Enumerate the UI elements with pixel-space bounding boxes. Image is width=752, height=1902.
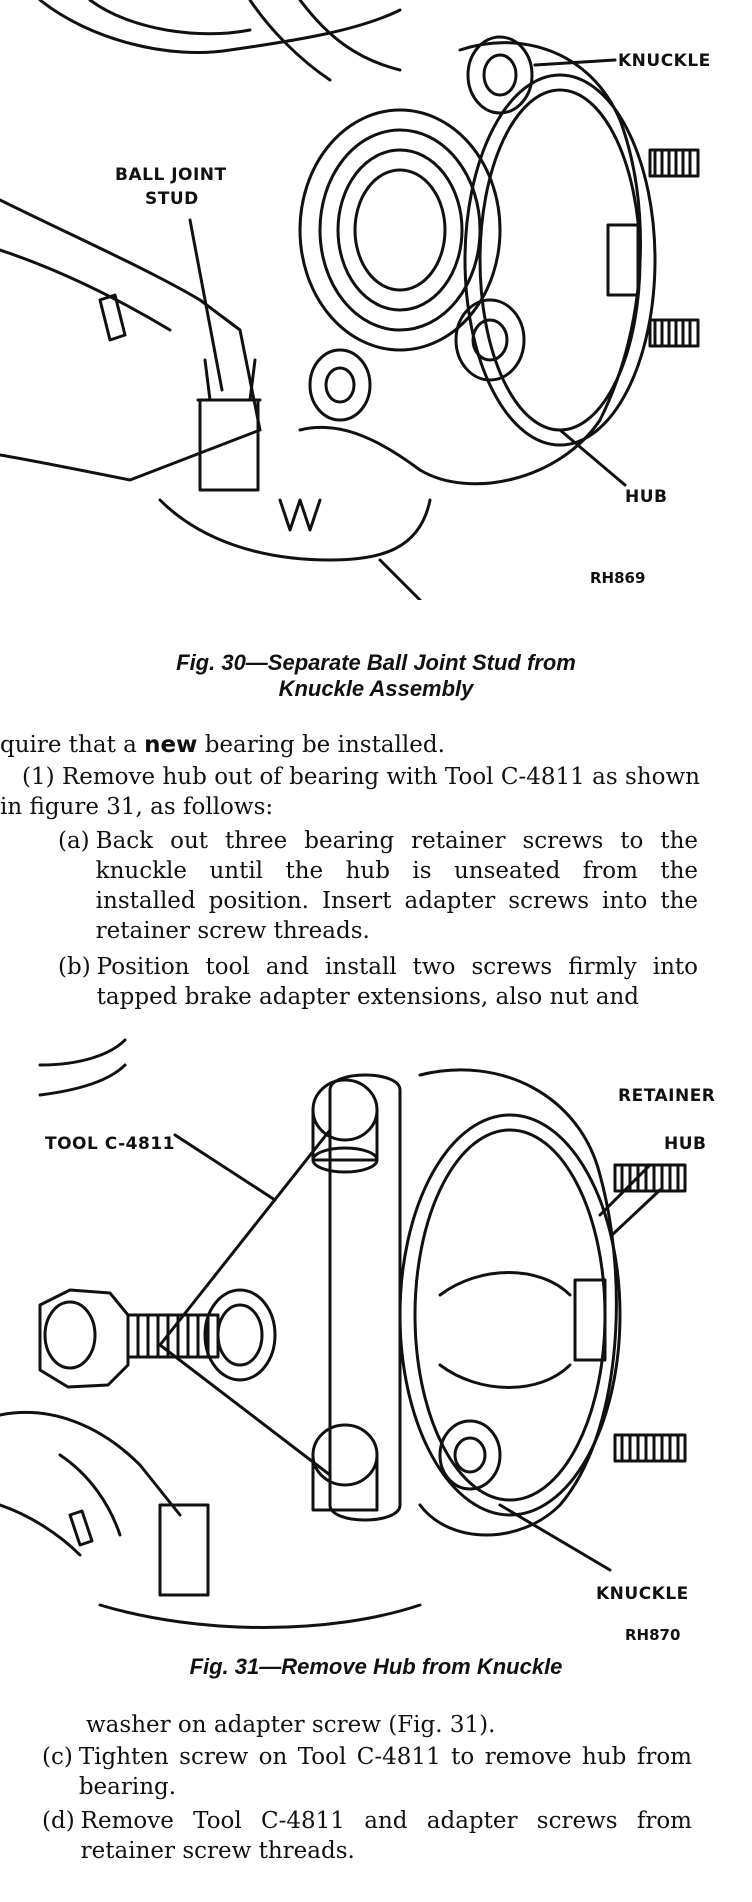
text-fragment: bearing be installed. xyxy=(197,732,445,758)
step-a-text: Back out three bearing retainer screws t… xyxy=(95,828,698,944)
label-ball-joint-stud-1: BALL JOINT xyxy=(115,165,227,185)
step-b: (b) Position tool and install two screws… xyxy=(58,952,698,1012)
step-b-marker: (b) xyxy=(58,954,91,980)
step-d-text: Remove Tool C-4811 and adapter screws fr… xyxy=(80,1808,692,1864)
step-b-text: Position tool and install two screws fir… xyxy=(96,954,698,1010)
step-a-marker: (a) xyxy=(58,828,90,854)
label-knuckle: KNUCKLE xyxy=(596,1584,689,1604)
step-a: (a) Back out three bearing retainer scre… xyxy=(58,826,698,946)
step-c-marker: (c) xyxy=(42,1744,73,1770)
figure-code: RH869 xyxy=(590,569,645,587)
step-d-marker: (d) xyxy=(42,1808,75,1834)
figure-30-illustration: KNUCKLE BALL JOINT STUD HUB RH869 xyxy=(0,0,752,600)
figure-30-caption-line1: Fig. 30—Separate Ball Joint Stud from xyxy=(176,650,576,675)
figure-code: RH870 xyxy=(625,1626,680,1644)
label-ball-joint-stud-2: STUD xyxy=(145,189,199,209)
label-retainer: RETAINER xyxy=(618,1086,715,1106)
step-b-continued: washer on adapter screw (Fig. 31). xyxy=(86,1712,496,1738)
figure-31-illustration: TOOL C-4811 RETAINER HUB KNUCKLE RH870 xyxy=(0,1035,752,1645)
figure-30-drawing: KNUCKLE BALL JOINT STUD HUB RH869 xyxy=(0,0,711,600)
continued-paragraph: quire that a new bearing be installed. xyxy=(0,730,720,760)
label-hub: HUB xyxy=(664,1134,707,1154)
figure-31-caption: Fig. 31—Remove Hub from Knuckle xyxy=(189,1654,563,1679)
figure-30-caption: Fig. 30—Separate Ball Joint Stud from Kn… xyxy=(0,650,752,702)
label-knuckle: KNUCKLE xyxy=(618,51,711,71)
emphasis-new: new xyxy=(144,732,198,758)
figure-31-drawing: TOOL C-4811 RETAINER HUB KNUCKLE RH870 xyxy=(0,1038,715,1644)
step-d: (d) Remove Tool C-4811 and adapter screw… xyxy=(42,1806,692,1866)
step-c-text: Tighten screw on Tool C-4811 to remove h… xyxy=(78,1744,692,1800)
step-1: (1) Remove hub out of bearing with Tool … xyxy=(0,764,700,820)
label-tool-c4811: TOOL C-4811 xyxy=(45,1134,175,1154)
step-c: (c) Tighten screw on Tool C-4811 to remo… xyxy=(42,1742,692,1802)
text-fragment: quire that a xyxy=(0,732,145,758)
figure-30-caption-line2: Knuckle Assembly xyxy=(278,676,474,701)
label-hub: HUB xyxy=(625,487,668,507)
